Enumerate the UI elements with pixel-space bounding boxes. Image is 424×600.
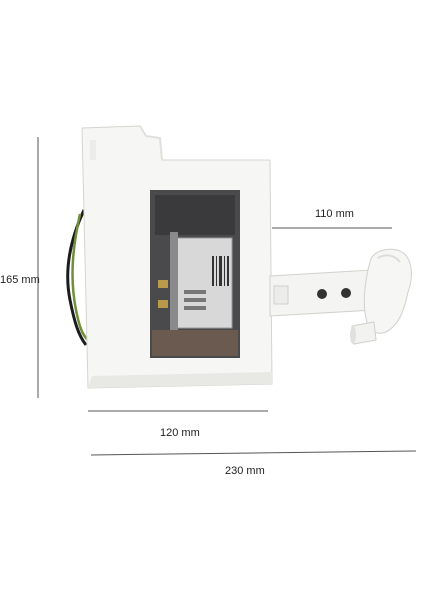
power-wires: [66, 209, 89, 346]
height-dimension-label: 165 mm: [0, 274, 40, 286]
pump-length-dimension-label: 110 mm: [315, 208, 354, 220]
shaft-hole: [317, 289, 327, 299]
shaft-hole: [341, 288, 351, 298]
pump-shaft: [269, 269, 375, 317]
total-width-dimension-label: 230 mm: [225, 465, 265, 477]
impeller-head: [350, 248, 412, 345]
barcode-icon: [212, 256, 229, 286]
body-width-dimension-label: 120 mm: [160, 427, 200, 439]
total-width-dimension-line: [90, 450, 417, 456]
housing-window: [150, 190, 240, 358]
motor-label-plate: [175, 237, 233, 329]
